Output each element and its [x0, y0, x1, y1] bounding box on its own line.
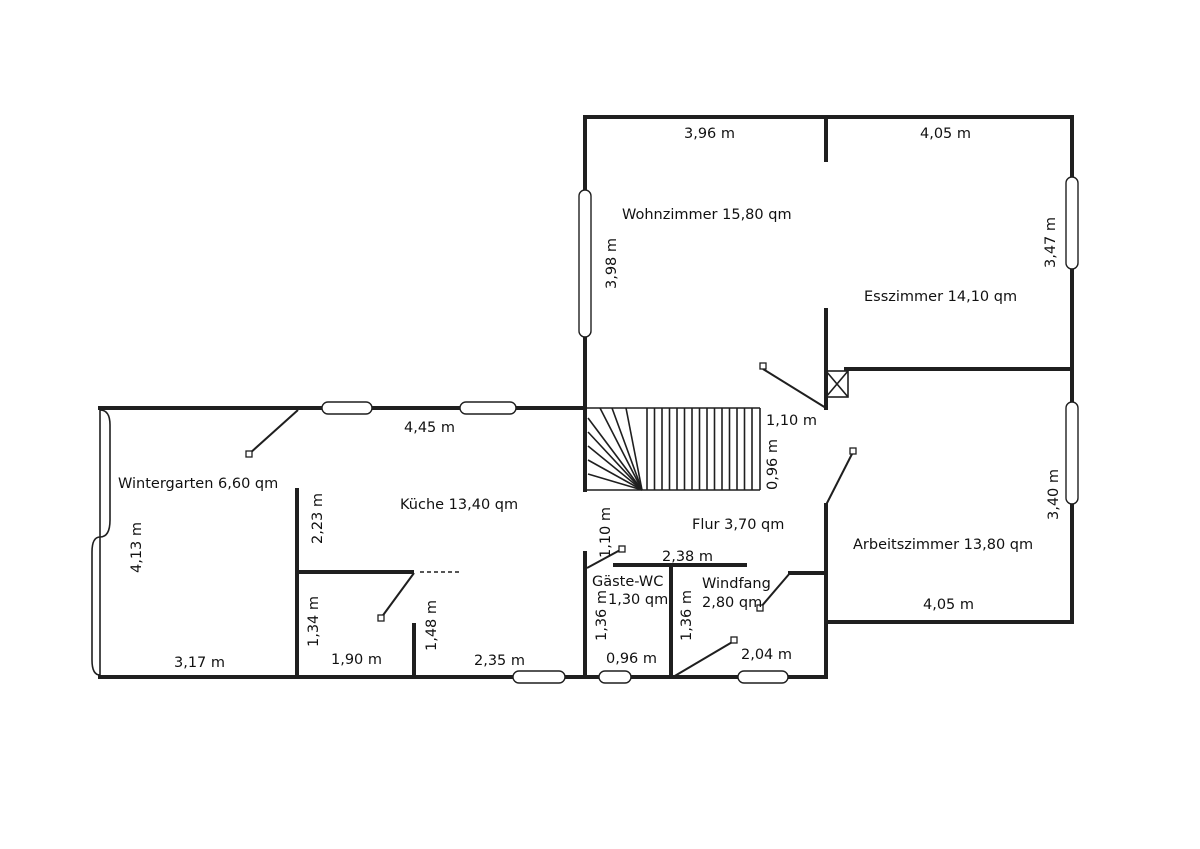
dim-arbeit-width: 4,05 m: [923, 597, 974, 613]
windows: [321, 176, 1079, 684]
door-knob-ess: [759, 362, 767, 370]
staircase: [587, 407, 753, 491]
dim-ess-width: 4,05 m: [920, 126, 971, 142]
doors: [245, 362, 857, 678]
dim-ess-depth: 3,47 m: [1043, 217, 1059, 268]
stair-winder-tread: [587, 431, 643, 491]
dimension-labels: 3,96 m 4,05 m 4,45 m 1,10 m 2,38 m 4,05 …: [129, 126, 1062, 671]
stair-winder-tread: [587, 473, 643, 491]
door-knob-arbeit: [849, 447, 857, 455]
door-arbeit: [825, 451, 854, 506]
stair-winder-tread: [587, 417, 643, 491]
dim-stair-depth: 0,96 m: [765, 439, 781, 490]
door-wc: [586, 548, 623, 569]
dim-windfang-depth: 1,36 m: [679, 590, 695, 641]
door-knob-store: [377, 614, 385, 622]
dim-wohn-depth: 3,98 m: [604, 238, 620, 289]
door-knob-windfang-inner: [756, 604, 764, 612]
chimney-cross-2: [825, 370, 849, 398]
stair-winder-tread: [587, 445, 643, 491]
stair-winder-tread: [599, 407, 643, 491]
dim-wohn-width: 3,96 m: [684, 126, 735, 142]
dim-wc-top: 1,10 m: [598, 507, 614, 558]
room-label-kueche: Küche 13,40 qm: [400, 497, 518, 513]
dim-kitchen-bottom: 2,35 m: [474, 653, 525, 669]
dim-arbeit-depth: 3,40 m: [1046, 469, 1062, 520]
window-wohn-left: [578, 189, 592, 338]
dim-store-right: 1,48 m: [424, 600, 440, 651]
dim-kitchen-left: 2,23 m: [310, 493, 326, 544]
window-kitchen-top-1: [321, 401, 373, 415]
door-store: [380, 572, 415, 619]
room-label-wintergarten: Wintergarten 6,60 qm: [118, 476, 278, 492]
door-knob-wc: [618, 545, 626, 553]
dim-winter-bottom: 3,17 m: [174, 655, 225, 671]
door-ess: [762, 368, 827, 409]
room-label-wohnzimmer: Wohnzimmer 15,80 qm: [622, 207, 792, 223]
dim-windfang-bottom: 2,04 m: [741, 647, 792, 663]
window-kitchen-bottom: [512, 670, 566, 684]
room-label-esszimmer: Esszimmer 14,10 qm: [864, 289, 1017, 305]
dim-flur-width: 2,38 m: [662, 549, 713, 565]
room-label-gaeste-wc-area: 1,30 qm: [608, 592, 668, 608]
stair-winder-tread: [611, 407, 643, 491]
dim-wc-bottom: 0,96 m: [606, 651, 657, 667]
door-windfang-inner: [759, 572, 791, 609]
room-label-flur: Flur 3,70 qm: [692, 517, 784, 533]
door-wintergarten: [248, 409, 299, 455]
window-kitchen-top-2: [459, 401, 517, 415]
dim-wc-depth: 1,36 m: [594, 590, 610, 641]
door-knob-wintergarten: [245, 450, 253, 458]
room-label-windfang: Windfang: [702, 576, 771, 592]
dim-stair-right: 1,10 m: [766, 413, 817, 429]
room-label-gaeste-wc: Gäste-WC: [592, 574, 663, 590]
door-entrance: [672, 640, 735, 678]
window-arbeit-right: [1065, 401, 1079, 505]
window-wc-bottom: [598, 670, 632, 684]
window-windfang-bottom: [737, 670, 789, 684]
door-knob-entrance: [730, 636, 738, 644]
dim-store-bottom: 1,90 m: [331, 652, 382, 668]
wintergarten-glazing-curve: [91, 409, 111, 676]
dim-store-left: 1,34 m: [306, 596, 322, 647]
room-label-windfang-area: 2,80 qm: [702, 595, 762, 611]
room-labels: Wohnzimmer 15,80 qm Esszimmer 14,10 qm W…: [118, 207, 1033, 611]
dim-winter-depth: 4,13 m: [129, 522, 145, 573]
room-label-arbeitszimmer: Arbeitszimmer 13,80 qm: [853, 537, 1033, 553]
stair-winder-tread: [587, 459, 643, 491]
dim-kitchen-top: 4,45 m: [404, 420, 455, 436]
chimney: [825, 370, 849, 398]
window-ess-right: [1065, 176, 1079, 270]
chimney-box: [825, 370, 849, 398]
stair-winder-tread: [625, 407, 643, 491]
